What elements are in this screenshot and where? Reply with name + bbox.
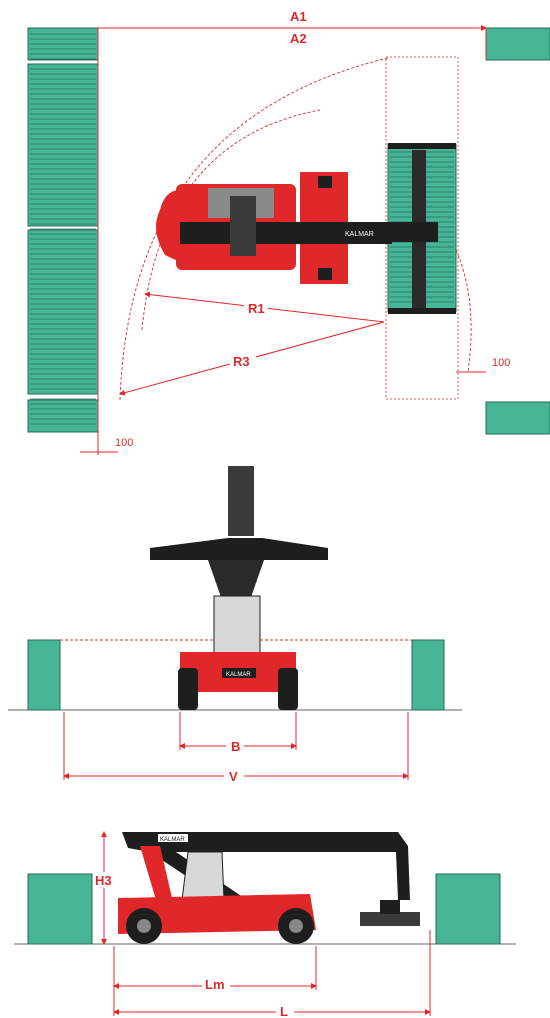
radius-r3-label: R3 xyxy=(233,354,250,369)
dimension-b-label: B xyxy=(231,739,240,754)
side-machine-badge: KALMAR xyxy=(160,837,185,843)
side-view: KALMAR H3 Lm L xyxy=(14,831,516,1018)
top-view: A1 A2 KALMAR R1 R3 100 100 xyxy=(27,8,550,455)
reach-stacker-front: KALMAR xyxy=(150,466,328,710)
left-container-stack xyxy=(27,27,99,433)
clearance-left-value: 100 xyxy=(115,437,133,449)
dimension-h3-label: H3 xyxy=(95,873,112,888)
clearance-right-value: 100 xyxy=(492,357,510,369)
dimension-a2-label: A2 xyxy=(290,31,307,46)
right-container-top xyxy=(485,27,550,61)
top-machine-badge: KALMAR xyxy=(345,231,374,238)
dimension-v-label: V xyxy=(229,769,238,784)
front-right-container xyxy=(411,639,445,711)
front-left-container xyxy=(27,639,61,711)
dimension-l-label: L xyxy=(280,1004,288,1018)
right-container-bottom xyxy=(485,401,550,435)
front-machine-badge: KALMAR xyxy=(226,672,251,678)
dimension-a1-label: A1 xyxy=(290,9,307,24)
reach-stacker-side: KALMAR xyxy=(118,832,420,944)
radius-r1-label: R1 xyxy=(248,301,265,316)
side-left-container xyxy=(27,873,93,945)
reach-stacker-top: KALMAR xyxy=(156,172,438,284)
front-view: KALMAR B V xyxy=(8,466,462,784)
side-right-container xyxy=(435,873,501,945)
dimension-lm-label: Lm xyxy=(205,977,225,992)
